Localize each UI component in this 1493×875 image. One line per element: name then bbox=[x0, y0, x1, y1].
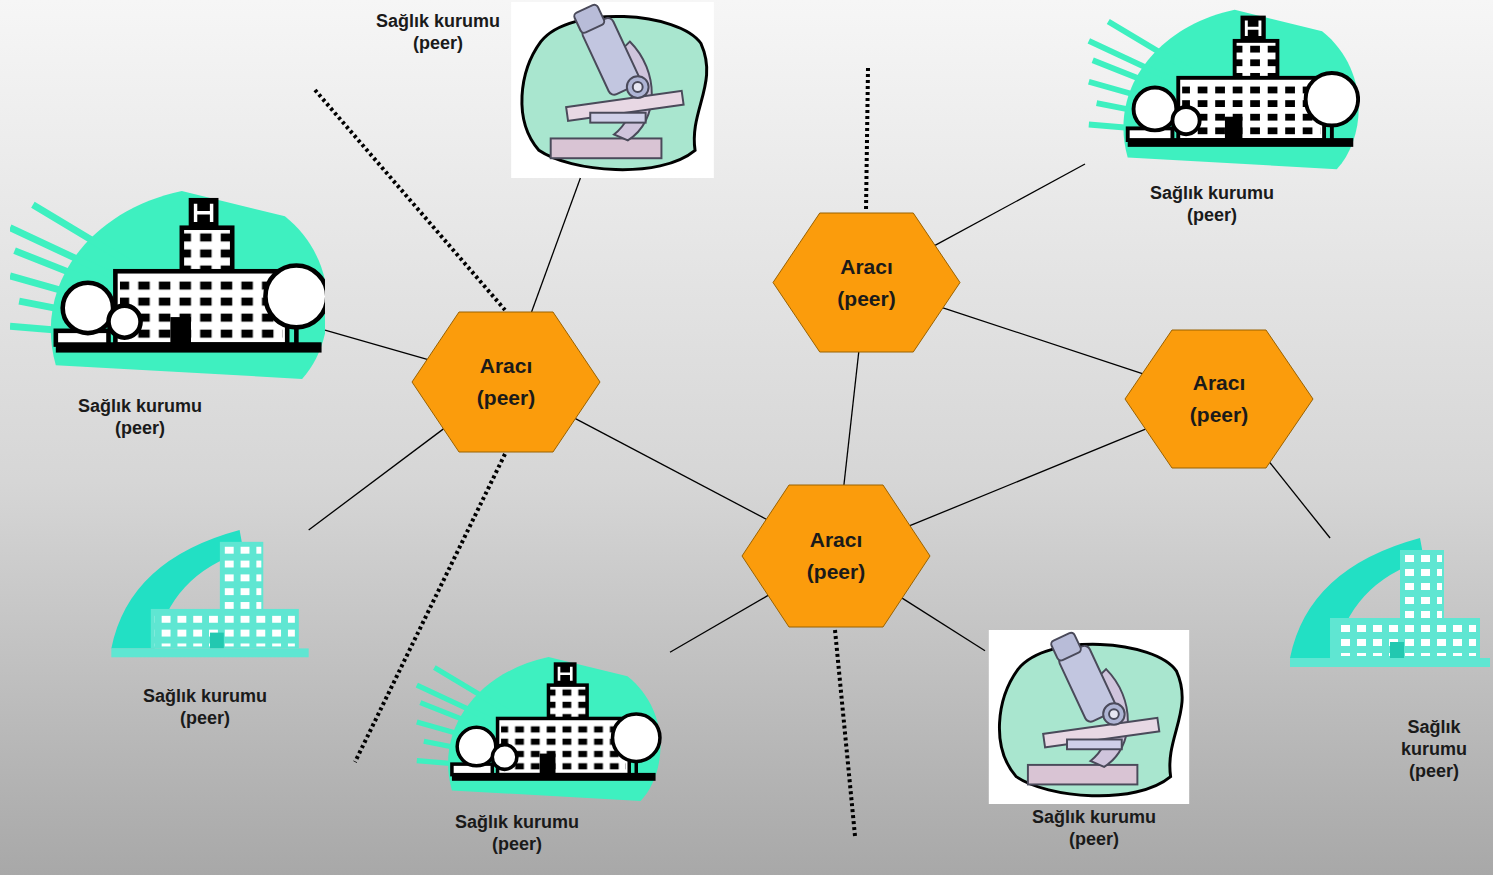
hexagon-outline bbox=[412, 312, 600, 452]
peer-caption: Sağlık kurumu (peer) bbox=[442, 811, 592, 855]
broker-hexagon: Aracı (peer) bbox=[1125, 330, 1313, 468]
building-icon bbox=[111, 530, 308, 657]
connector-line bbox=[575, 419, 766, 520]
connector-line bbox=[943, 308, 1142, 374]
node-label: Aracı (peer) bbox=[1174, 367, 1264, 431]
institution-peer: Sağlık kurumu (peer) bbox=[1085, 2, 1360, 177]
connector-line bbox=[935, 164, 1085, 245]
institution-peer: Sağlık kurumu (peer) bbox=[405, 650, 670, 808]
connector-line bbox=[910, 429, 1146, 526]
node-label: Sağlık kurumu (peer) bbox=[1137, 182, 1287, 226]
lab-icon bbox=[989, 630, 1189, 804]
hexagon-outline bbox=[773, 213, 960, 352]
hexagon-outline bbox=[1125, 330, 1313, 468]
peer-caption: Sağlık kurumu (peer) bbox=[130, 685, 280, 729]
hexagon-shape bbox=[773, 213, 960, 352]
connector-line bbox=[670, 595, 768, 652]
node-label: Sağlık kurumu (peer) bbox=[442, 811, 592, 855]
peer-caption: Sağlık kurumu (peer) bbox=[1137, 182, 1287, 226]
building-icon bbox=[1290, 538, 1490, 667]
hospital-icon bbox=[10, 191, 328, 379]
institution-peer: Sağlık kurumu (peer) bbox=[110, 530, 310, 678]
node-label: Sağlık kurumu (peer) bbox=[1392, 716, 1477, 782]
node-label: Aracı (peer) bbox=[791, 524, 881, 588]
peer-caption: Sağlık kurumu (peer) bbox=[1019, 806, 1169, 850]
hospital-icon bbox=[1089, 10, 1359, 169]
connector-line bbox=[1270, 463, 1330, 538]
hexagon-shape bbox=[742, 485, 930, 627]
connector-line bbox=[532, 178, 581, 312]
connector-line bbox=[844, 352, 859, 485]
institution-peer: Sağlık kurumu (peer) bbox=[1290, 538, 1490, 688]
hexagon-text: Aracı (peer) bbox=[791, 524, 881, 588]
hexagon-text: Aracı (peer) bbox=[461, 350, 551, 414]
hexagon-shape bbox=[1125, 330, 1313, 468]
hexagon-shape bbox=[412, 312, 600, 452]
connector-line bbox=[325, 330, 427, 359]
institution-peer: Sağlık kurumu (peer) bbox=[985, 630, 1193, 804]
connector-line bbox=[309, 429, 444, 530]
dotted-separator bbox=[315, 90, 505, 310]
hospital-icon bbox=[417, 657, 661, 801]
dotted-separator bbox=[866, 68, 868, 211]
peer-caption: Sağlık kurumu (peer) bbox=[1392, 716, 1477, 782]
connector-line bbox=[902, 598, 985, 651]
broker-hexagon: Aracı (peer) bbox=[412, 312, 600, 452]
dotted-separator bbox=[835, 630, 855, 836]
hexagon-text: Aracı (peer) bbox=[822, 251, 912, 315]
peer-caption: Sağlık kurumu (peer) bbox=[368, 10, 508, 54]
node-label: Sağlık kurumu (peer) bbox=[368, 10, 508, 54]
node-label: Aracı (peer) bbox=[461, 350, 551, 414]
node-label: Sağlık kurumu (peer) bbox=[65, 395, 215, 439]
dotted-separator bbox=[355, 454, 505, 762]
lab-icon bbox=[511, 2, 714, 178]
hexagon-outline bbox=[742, 485, 930, 627]
peer-caption: Sağlık kurumu (peer) bbox=[65, 395, 215, 439]
hexagon-text: Aracı (peer) bbox=[1174, 367, 1264, 431]
institution-peer: Sağlık kurumu (peer) bbox=[510, 2, 715, 178]
broker-hexagon: Aracı (peer) bbox=[773, 213, 960, 352]
node-label: Sağlık kurumu (peer) bbox=[130, 685, 280, 729]
node-label: Sağlık kurumu (peer) bbox=[1019, 806, 1169, 850]
institution-peer: Sağlık kurumu (peer) bbox=[10, 180, 325, 390]
node-label: Aracı (peer) bbox=[822, 251, 912, 315]
broker-hexagon: Aracı (peer) bbox=[742, 485, 930, 627]
dotted-separators bbox=[315, 68, 868, 836]
